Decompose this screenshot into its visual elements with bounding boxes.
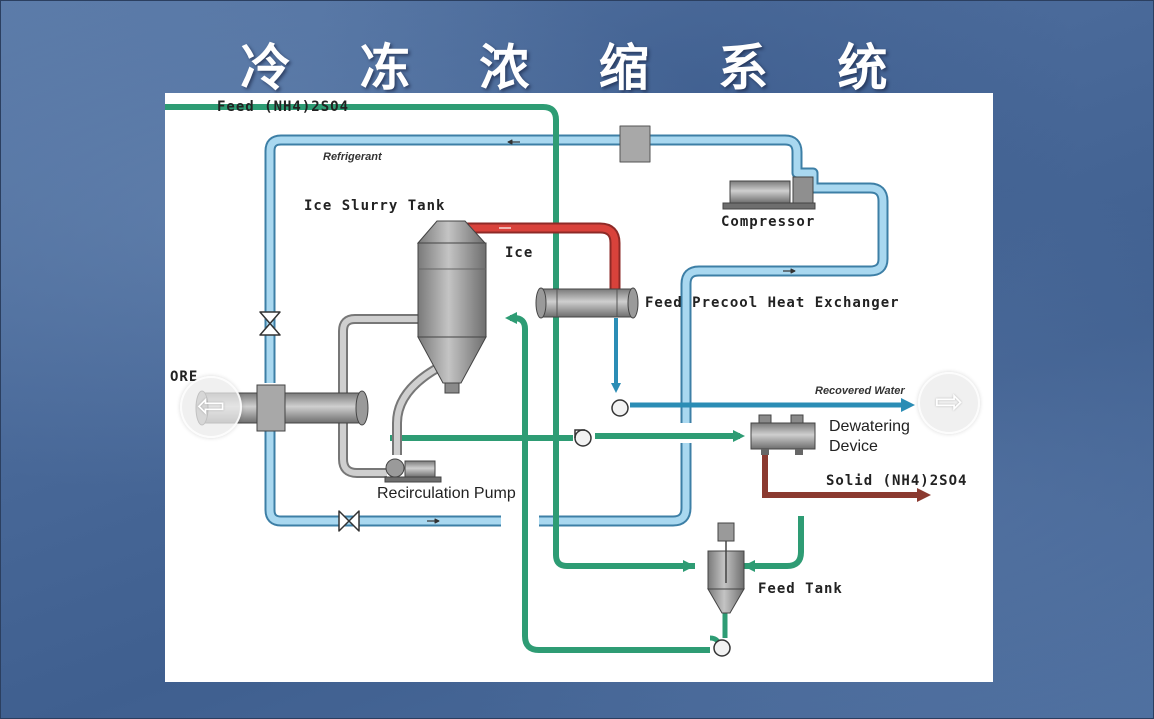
label-refrigerant: Refrigerant [323,151,382,163]
diagram-canvas [165,104,931,657]
label-recirculation-pump: Recirculation Pump [377,485,516,502]
dewatering-device [750,414,816,455]
arrow-left-icon: ⇦ [196,386,226,426]
ice-slurry-tank [416,220,487,394]
slide-title: 冷 冻 浓 缩 系 统 [240,38,914,97]
feed-pump [574,429,592,447]
water-pump [611,399,629,417]
recirculation-pump [384,458,442,483]
feed-tank [707,522,745,614]
label-feed-precool: Feed Precool Heat Exchanger [645,295,900,311]
label-ore: ORE [170,369,199,385]
label-feed-tank: Feed Tank [758,581,843,597]
label-recovered-water: Recovered Water [815,385,905,397]
tank-pump [713,639,731,657]
label-ice-slurry-tank: Ice Slurry Tank [304,198,446,214]
label-compressor: Compressor [721,214,816,230]
next-slide-button[interactable]: ⇨ [918,372,980,434]
process-diagram: Feed (NH4)2SO4 Refrigerant Ice Slurry Ta… [165,93,993,682]
feed-precool-exchanger [535,287,639,319]
label-ice: Ice [505,245,534,261]
ice-line [465,222,621,293]
label-feed-in: Feed (NH4)2SO4 [217,99,350,115]
water-line [611,318,915,412]
feed-line [165,104,804,653]
arrow-right-icon: ⇨ [934,382,964,422]
label-dewatering-device: Dewatering Device [829,418,910,455]
solid-line [762,453,931,502]
refrigerant-loop [259,125,889,532]
compressor [722,176,816,210]
prev-slide-button[interactable]: ⇦ [180,376,242,438]
label-solid-out: Solid (NH4)2SO4 [826,473,968,489]
